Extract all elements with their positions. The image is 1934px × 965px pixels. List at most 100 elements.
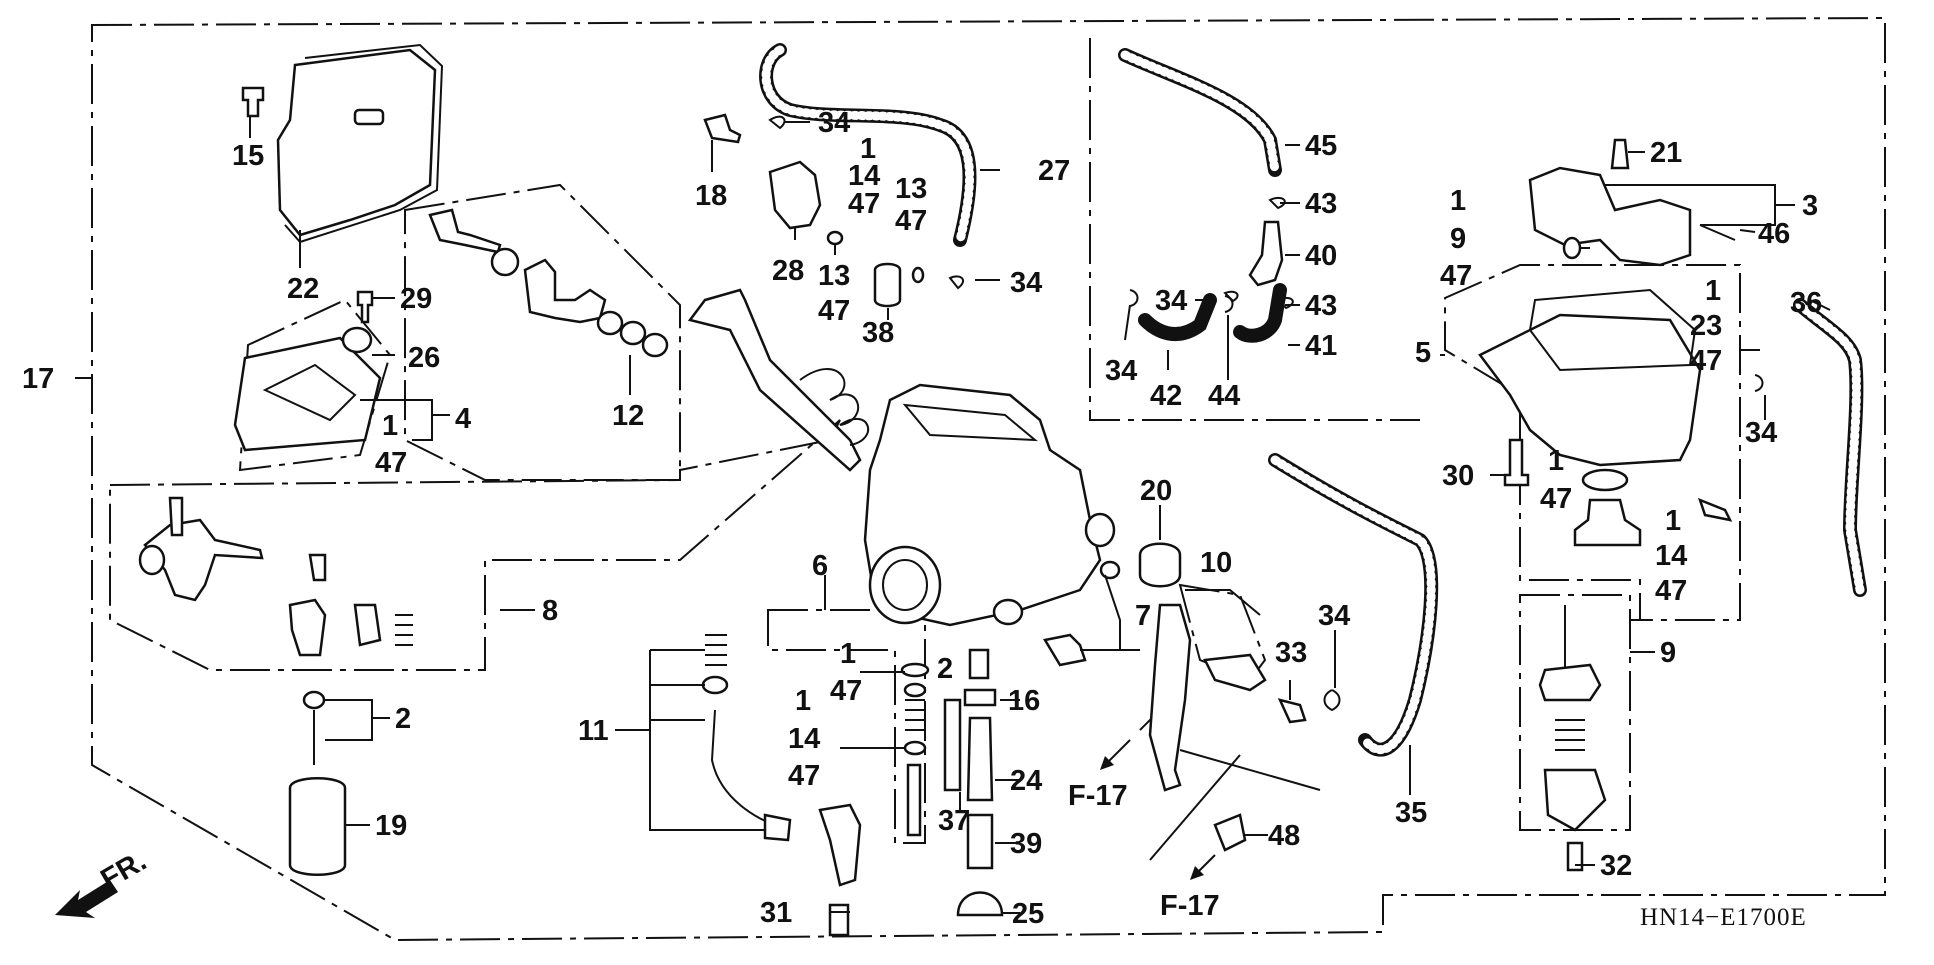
clip-34c — [1129, 289, 1139, 307]
screw-31-part — [828, 903, 850, 937]
callout-1-g5c: 1 — [1665, 505, 1681, 537]
screw-2b-part — [968, 648, 990, 680]
clip-34b — [948, 275, 965, 290]
callout-26: 26 — [408, 342, 440, 374]
hose-27-texture — [761, 45, 974, 245]
washer-12b — [619, 320, 647, 346]
clip-43b — [1276, 296, 1294, 310]
carb-top-flange — [902, 403, 1038, 442]
callout-32: 32 — [1600, 850, 1632, 882]
needle-21-part — [1610, 138, 1630, 170]
callout-43-b: 43 — [1305, 290, 1337, 322]
cut-line-3 — [1179, 749, 1321, 791]
callout-19: 19 — [375, 810, 407, 842]
jet-39-part — [966, 813, 994, 870]
group-8-outline — [109, 419, 841, 671]
callout-1-g5b: 1 — [1548, 445, 1564, 477]
cap-20-part — [1138, 542, 1182, 588]
callout-35: 35 — [1395, 797, 1427, 829]
cap-25-part — [956, 891, 1004, 917]
callout-47-g6b: 47 — [788, 760, 820, 792]
callout-14-g5: 14 — [1655, 540, 1687, 572]
callout-9-top: 9 — [1450, 223, 1466, 255]
linkage-screw — [168, 496, 184, 537]
clip-34-part — [1323, 689, 1341, 712]
callout-28: 28 — [772, 255, 804, 287]
bolt-15-part — [241, 86, 265, 118]
jet-37-part — [943, 698, 962, 792]
callout-47-g28b: 47 — [895, 205, 927, 237]
carb-port — [992, 598, 1024, 626]
screw-18-part — [703, 113, 742, 144]
joint-40-part — [1248, 220, 1284, 287]
callout-40: 40 — [1305, 240, 1337, 272]
callout-23: 23 — [1690, 310, 1722, 342]
callout-42: 42 — [1150, 380, 1182, 412]
float-pin-46 — [1699, 224, 1736, 241]
jet-24-part — [966, 716, 994, 802]
cable-11-part — [710, 709, 776, 826]
lever-10-part — [1148, 603, 1192, 792]
callout-34-a: 34 — [818, 107, 850, 139]
bushing-12-part — [490, 247, 520, 277]
callout-14-g28: 14 — [848, 160, 880, 192]
callout-4: 4 — [455, 403, 471, 435]
linkage-spring — [395, 614, 413, 646]
linkage-arm-part — [143, 518, 264, 602]
callout-16: 16 — [1008, 685, 1040, 717]
screw-29-part — [356, 290, 374, 324]
callout-24: 24 — [1010, 765, 1042, 797]
callout-12: 12 — [612, 400, 644, 432]
diagram-code: HN14−E1700E — [1640, 904, 1807, 931]
f17-label-2: F-17 — [1160, 890, 1220, 922]
callout-38: 38 — [862, 317, 894, 349]
hose-36-texture — [1795, 300, 1865, 595]
pump-diaphragm-9 — [1538, 663, 1602, 702]
washer-12a — [596, 310, 624, 336]
callout-34-right: 34 — [1318, 600, 1350, 632]
carb-intake-part — [868, 545, 942, 625]
callout-47-g4: 47 — [375, 447, 407, 479]
callout-1-g3: 1 — [1450, 185, 1466, 217]
callout-47-g5c: 47 — [1655, 575, 1687, 607]
callout-13-b: 13 — [818, 260, 850, 292]
linkage-block — [353, 603, 382, 647]
callout-34-d: 34 — [1105, 355, 1137, 387]
callout-18: 18 — [695, 180, 727, 212]
callout-1-g6a: 1 — [840, 638, 856, 670]
carb-fitting — [1084, 512, 1116, 548]
callout-6: 6 — [812, 550, 828, 582]
callout-27: 27 — [1038, 155, 1070, 187]
cable-end-11 — [763, 813, 792, 842]
nut-16-part — [963, 688, 997, 707]
callout-15: 15 — [232, 140, 264, 172]
o-ring-drain — [1581, 468, 1629, 492]
clip-34e — [1754, 374, 1764, 392]
callout-1-g28: 1 — [860, 133, 876, 165]
linkage-clip — [288, 598, 327, 657]
jet-6-spring — [905, 699, 925, 731]
callout-9-pump: 9 — [1660, 637, 1676, 669]
callout-22: 22 — [287, 273, 319, 305]
washer-12c — [641, 332, 669, 358]
callout-47-g5b: 47 — [1540, 483, 1572, 515]
callout-20: 20 — [1140, 475, 1172, 507]
callout-13-a: 13 — [895, 173, 927, 205]
callout-2-mid: 2 — [937, 653, 953, 685]
float-bowl-gasket — [1528, 288, 1697, 372]
o-ring-6c — [903, 740, 927, 756]
callout-33: 33 — [1275, 637, 1307, 669]
return-spring-part — [799, 368, 869, 446]
linkage-washer — [138, 544, 166, 576]
callout-47-g5a: 47 — [1690, 345, 1722, 377]
callout-43-a: 43 — [1305, 188, 1337, 220]
fitting-48-part — [1213, 813, 1247, 852]
screw-33-part — [1277, 698, 1307, 724]
clip-34d — [1223, 290, 1239, 303]
screw-12-part — [428, 208, 502, 254]
callout-39: 39 — [1010, 828, 1042, 860]
o-ring-7 — [1099, 560, 1121, 580]
cut-line-2 — [1149, 754, 1241, 861]
f17-arrow-head-1 — [1100, 756, 1114, 770]
